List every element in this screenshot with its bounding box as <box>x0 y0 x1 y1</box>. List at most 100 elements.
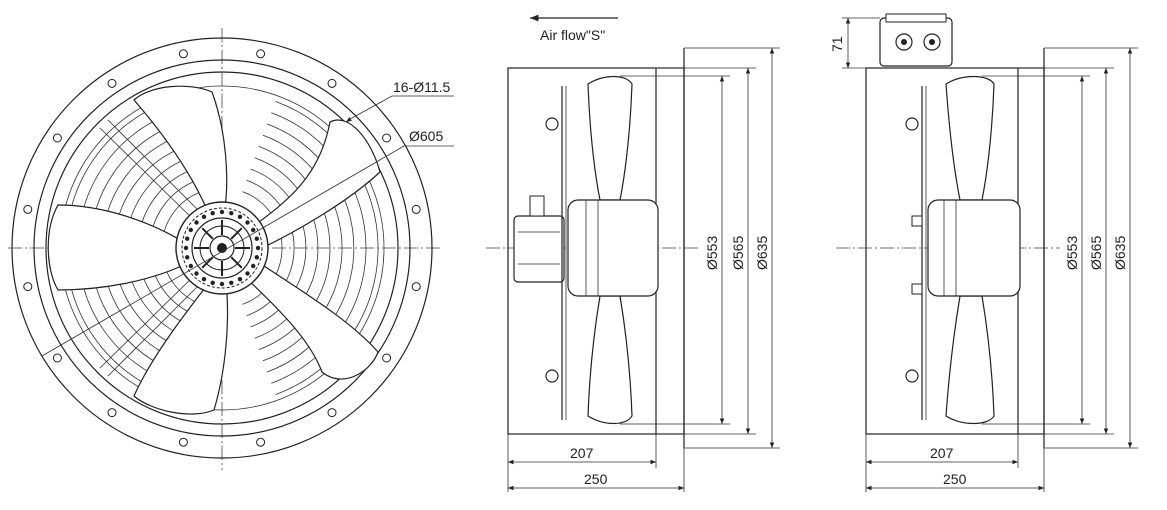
hub-rib <box>201 277 207 282</box>
side2-width-207: 207 <box>930 445 954 461</box>
hub-rib <box>237 277 243 282</box>
bolt-hole <box>52 133 62 143</box>
hub-rib <box>251 227 256 233</box>
hub-spoke <box>230 227 243 240</box>
top-terminal-box <box>879 17 953 67</box>
hub-rib <box>219 209 225 215</box>
hub-rib <box>245 271 250 276</box>
bolt-hole <box>178 49 188 59</box>
bolt-hole <box>178 437 188 447</box>
bolt-holes <box>23 49 421 447</box>
bolt-hole <box>256 49 266 59</box>
bolt-hole <box>327 408 337 418</box>
side-dim-565: Ø565 <box>730 236 746 270</box>
grille-ring <box>258 146 331 350</box>
bolt-hole <box>256 437 266 447</box>
hub-spoke <box>201 227 214 240</box>
hub-rib <box>237 214 243 219</box>
bolt-hole <box>52 353 62 363</box>
diameter-callout-text: Ø605 <box>409 128 443 144</box>
bolt-hole <box>382 133 392 143</box>
hub-rib <box>183 245 189 251</box>
side-horizontal-dims: 207 250 <box>507 434 685 492</box>
hub-rib <box>210 211 215 216</box>
fan-blades <box>47 85 381 415</box>
grille-ring <box>246 179 295 317</box>
outer-flange <box>11 37 433 459</box>
hole-callout-text: 16-Ø11.5 <box>393 79 451 95</box>
height-71: 71 <box>829 36 845 52</box>
bolt2-bottom-icon <box>905 369 919 383</box>
side2-motor <box>927 199 1021 297</box>
blade-left <box>47 204 191 291</box>
side2-blade-top <box>945 75 995 201</box>
hub-spoke <box>230 256 243 269</box>
hub-ribs <box>183 209 261 287</box>
hub-rib <box>254 236 259 241</box>
bolt-circle <box>33 59 411 437</box>
bolt-hole <box>411 204 421 214</box>
bolt-hole <box>382 353 392 363</box>
bolt-hole <box>327 78 337 88</box>
side2-dim-635: Ø635 <box>1112 236 1128 270</box>
hub-rib <box>201 214 207 219</box>
side2-dim-565: Ø565 <box>1088 236 1104 270</box>
blade-top-left <box>133 85 228 215</box>
side2-blade-bottom <box>945 295 995 425</box>
bolt-hole <box>23 204 33 214</box>
bolt-hole <box>411 282 421 292</box>
blade-bottom-left <box>133 281 229 415</box>
hub-rib <box>245 220 250 225</box>
hub-rib <box>188 227 193 233</box>
blade-bottom-right <box>243 261 379 380</box>
side-width-250: 250 <box>584 471 608 487</box>
hub-rib <box>229 211 234 216</box>
side-width-207: 207 <box>570 445 594 461</box>
hub-rib <box>185 255 190 260</box>
side-dim-635: Ø635 <box>754 236 770 270</box>
blade-top-right <box>247 119 381 251</box>
hub-rib <box>251 263 256 269</box>
side2-width-250: 250 <box>943 471 967 487</box>
hub-rib <box>194 271 199 276</box>
side2-horizontal-dims: 207 250 <box>865 434 1045 492</box>
hole-callout: 16-Ø11.5 <box>345 79 454 123</box>
hub-rib <box>255 245 261 251</box>
side-blade-bottom <box>587 295 633 425</box>
grille-ring <box>262 134 343 362</box>
cable-gland <box>529 195 545 217</box>
hub-rib <box>229 280 234 285</box>
side-vertical-dims: Ø553 Ø565 Ø635 <box>620 47 780 449</box>
grille-ring <box>242 191 283 305</box>
bolt-hole <box>107 408 117 418</box>
grille-ring <box>250 168 307 328</box>
front-view: 16-Ø11.5 Ø605 <box>8 28 454 470</box>
bolt-hole <box>23 282 33 292</box>
height-dim: 71 <box>829 17 880 69</box>
side2-vertical-dims: Ø553 Ø565 Ø635 <box>982 47 1138 449</box>
bolt-hole <box>107 78 117 88</box>
side-blade-top <box>587 75 633 201</box>
bolt-top-icon <box>545 117 559 131</box>
side-motor <box>567 199 659 297</box>
side-dim-553: Ø553 <box>704 236 720 270</box>
diameter-callout: Ø605 <box>41 128 454 357</box>
hub-rib <box>210 280 215 285</box>
side-view-s: Air flow"S" <box>486 14 780 492</box>
motor-hub <box>175 201 269 295</box>
hub-rib <box>254 255 259 260</box>
side2-dim-553: Ø553 <box>1064 236 1080 270</box>
hub-rib <box>185 236 190 241</box>
side-view-2: 71 Ø553 Ø565 <box>829 13 1138 492</box>
terminal-box <box>513 215 565 283</box>
grille-ring <box>266 123 355 373</box>
bolt-bottom-icon <box>545 369 559 383</box>
duct-circle <box>45 71 399 425</box>
hub-rib <box>194 220 199 225</box>
hub-rib <box>219 281 225 287</box>
hub-rib <box>188 263 193 269</box>
airflow-label: Air flow"S" <box>540 27 605 43</box>
bolt2-top-icon <box>905 117 919 131</box>
hub-spoke <box>201 256 214 269</box>
